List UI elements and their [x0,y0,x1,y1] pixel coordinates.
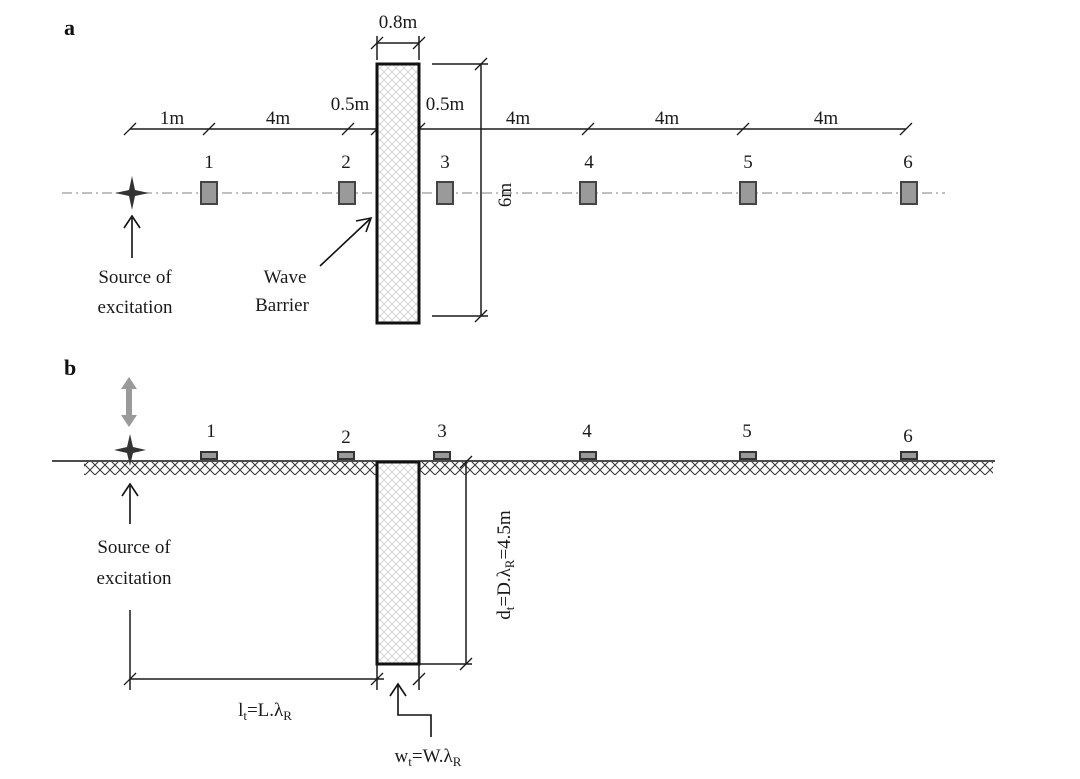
sensor-1-a: 1 [200,152,218,205]
sensor-label: 1 [204,152,214,173]
sensor-3-a: 3 [436,152,454,205]
sensor-5-a: 5 [739,152,757,205]
source-label-a-line1: Source of [98,267,172,288]
sensor-3-b: 3 [433,421,451,460]
width-label: wt=W.λR [395,746,462,769]
dim-label-width: 0.8m [379,12,418,33]
barrier-arrow [319,216,373,267]
sensor-label: 6 [903,152,913,173]
source-label-b-line1: Source of [97,537,171,558]
barrier-height-dimension: 6m [432,57,516,323]
depth-label: dt=D.λR=4.5m [494,510,517,620]
horizontal-dimension-chain: 1m 4m 0.5m 0.5m 4m 4m 4m [123,94,913,136]
source-label-b-line2: excitation [97,568,172,589]
wave-barrier-plan [375,62,421,325]
dim-label-1m: 1m [160,108,185,129]
dim-label-4m-c: 4m [655,108,680,129]
sensor-1-b: 1 [200,421,218,460]
sensor-label: 6 [903,426,913,447]
sensor-2-a: 2 [338,152,356,205]
sensor-label: 2 [341,427,351,448]
barrier-label-line2: Barrier [255,295,309,316]
sensor-label: 5 [743,152,753,173]
width-arrow [389,682,432,737]
depth-dimension: dt=D.λR=4.5m [419,455,517,671]
source-label-a-line2: excitation [98,297,173,318]
sensor-label: 3 [440,152,450,173]
sensor-5-b: 5 [739,421,757,460]
dim-label-4m-d: 4m [814,108,839,129]
source-star-icon-b [114,434,146,466]
barrier-width-dimension: 0.8m [370,12,426,60]
source-star-icon-a [115,176,149,210]
panel-a-label: a [64,15,75,40]
source-arrow-a [123,214,141,258]
sensor-4-a: 4 [579,152,597,205]
sensor-label: 4 [584,152,594,173]
length-dimension: lt=L.λR [123,610,426,723]
dim-label-05m-left: 0.5m [331,94,370,115]
sensor-label: 3 [437,421,447,442]
sensor-6-b: 6 [900,426,918,460]
sensor-2-b: 2 [337,427,355,460]
barrier-label-line1: Wave [264,267,307,288]
source-arrow-b [121,482,139,524]
dim-label-6m: 6m [495,183,516,208]
sensor-label: 1 [206,421,216,442]
sensor-label: 4 [582,421,592,442]
dim-label-4m-b: 4m [506,108,531,129]
vertical-excitation-arrow-icon [121,377,137,427]
panel-b-label: b [64,355,76,380]
dim-label-4m-a: 4m [266,108,291,129]
length-label: lt=L.λR [238,700,292,723]
dim-label-05m-right: 0.5m [426,94,465,115]
sensor-4-b: 4 [579,421,597,460]
sensor-6-a: 6 [900,152,918,205]
sensor-label: 2 [341,152,351,173]
wave-barrier-section [375,460,421,666]
sensor-label: 5 [742,421,752,442]
soil-hatching [84,462,993,475]
